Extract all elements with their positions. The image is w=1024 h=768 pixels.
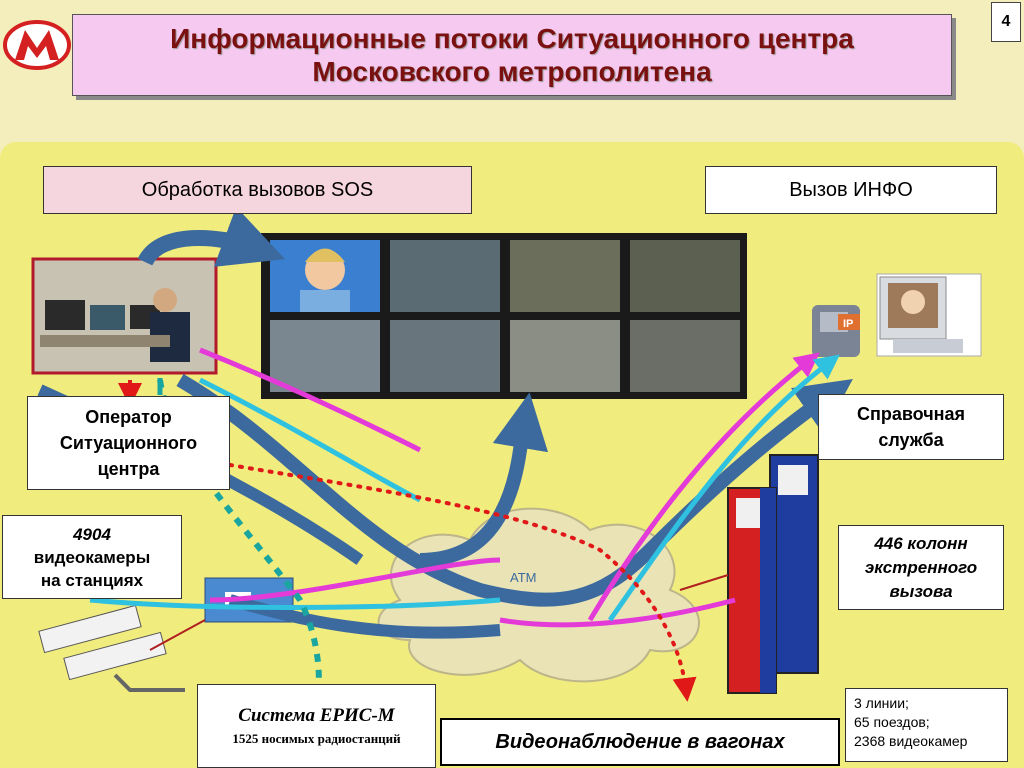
metro-logo-icon xyxy=(3,20,71,70)
station-camera-icon xyxy=(38,577,294,692)
station-cameras-box: 4904 видеокамеры на станциях xyxy=(2,515,182,599)
stats-lines: 3 линии; xyxy=(854,695,909,711)
eris-system-box: Система ЕРИС-М 1525 носимых радиостанций xyxy=(197,684,436,768)
page-number: 4 xyxy=(991,2,1021,42)
info-terminal-icon xyxy=(812,273,982,357)
cameras-line-3: на станциях xyxy=(40,570,144,590)
columns-line-2: экстренного xyxy=(864,557,978,577)
stats-box: 3 линии; 65 поездов; 2368 видеокамер xyxy=(845,688,1008,762)
emergency-column-icon xyxy=(727,454,819,694)
operator-photo xyxy=(31,257,218,375)
emergency-columns-box: 446 колонн экстренного вызова xyxy=(838,525,1004,610)
helpdesk-box: Справочная служба xyxy=(818,394,1004,460)
title-line-1: Информационные потоки Ситуационного цент… xyxy=(170,23,854,54)
operator-line-1: Оператор xyxy=(85,407,172,427)
helpdesk-line-1: Справочная xyxy=(856,404,966,424)
operator-line-3: центра xyxy=(97,459,160,479)
eris-subtitle: 1525 носимых радиостанций xyxy=(232,731,401,746)
operator-box: Оператор Ситуационного центра xyxy=(27,396,230,490)
info-call-box: Вызов ИНФО xyxy=(705,166,997,214)
atm-label: ATM xyxy=(510,570,536,585)
ip-badge: IP xyxy=(843,318,853,330)
wagon-surveillance-box: Видеонаблюдение в вагонах xyxy=(440,718,840,766)
eris-title: Система ЕРИС-М xyxy=(238,705,395,726)
cameras-count: 4904 xyxy=(73,524,111,544)
stats-trains: 65 поездов; xyxy=(854,714,930,730)
title-banner: Информационные потоки Ситуационного цент… xyxy=(72,14,952,96)
operator-line-2: Ситуационного xyxy=(59,433,198,453)
helpdesk-line-2: служба xyxy=(878,430,944,450)
stats-cameras: 2368 видеокамер xyxy=(854,733,968,749)
video-wall xyxy=(261,233,747,399)
sos-handling-box: Обработка вызовов SOS xyxy=(43,166,472,214)
title-line-2: Московского метрополитена xyxy=(312,56,712,87)
columns-line-3: вызова xyxy=(889,581,953,601)
columns-line-1: 446 колонн xyxy=(874,533,968,553)
cameras-line-2: видеокамеры xyxy=(33,547,151,567)
